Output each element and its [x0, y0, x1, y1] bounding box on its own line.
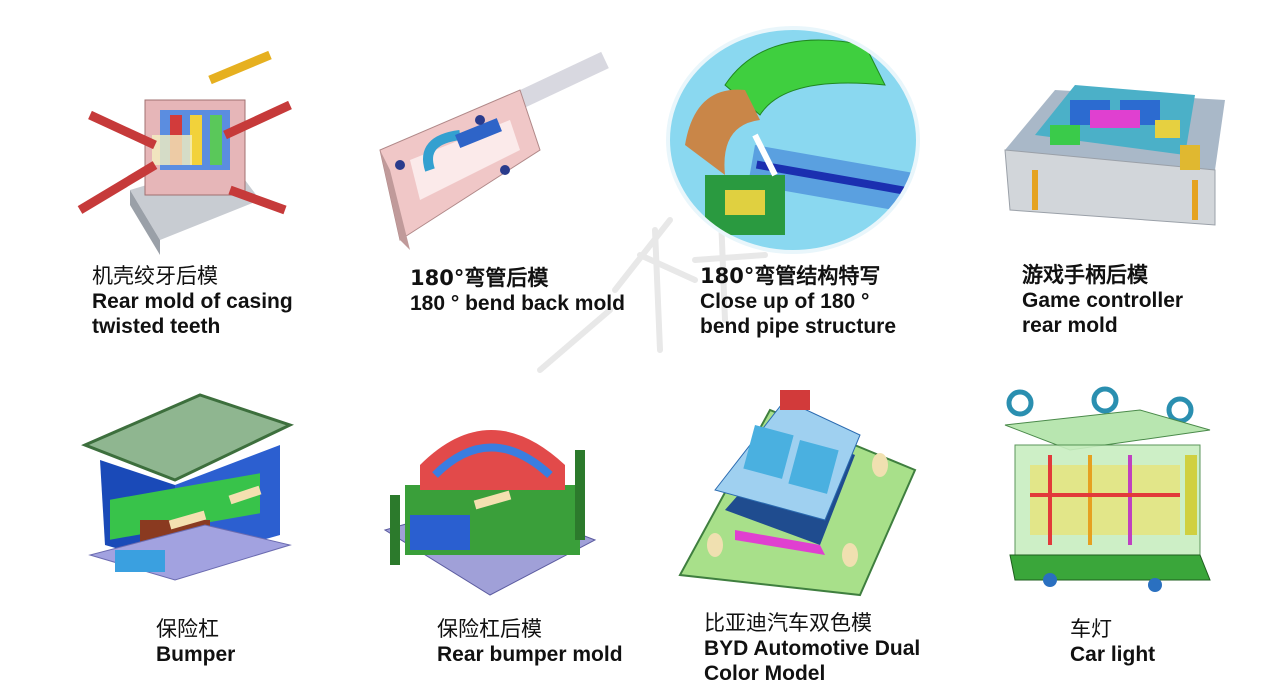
item-3-title-en-2: bend pipe structure	[700, 315, 897, 338]
item-8-title-zh: 车灯	[1070, 617, 1112, 641]
item-3-title-zh: 180°弯管结构特写	[700, 264, 881, 288]
item-7-title-zh: 比亚迪汽车双色模	[704, 611, 872, 635]
car-light-mold-image	[1004, 386, 1211, 592]
item-2-title-en-1: 180 ° bend back mold	[410, 292, 625, 315]
item-3-title-en-1: Close up of 180 °	[700, 290, 870, 313]
item-1-title-zh: 机壳绞牙后模	[92, 264, 218, 288]
item-5-title-zh: 保险杠	[156, 617, 219, 641]
item-6-title-zh: 保险杠后模	[437, 617, 542, 641]
item-1-title-en-1: Rear mold of casing	[92, 290, 293, 313]
bend-pipe-closeup-image	[666, 26, 920, 254]
item-7-title-en-1: BYD Automotive Dual	[704, 637, 921, 660]
item-4-title-zh: 游戏手柄后模	[1022, 263, 1148, 287]
item-7-title-en-2: Color Model	[704, 662, 826, 685]
bumper-mold-image	[81, 393, 294, 581]
item-5-title-en-1: Bumper	[156, 643, 236, 666]
byd-dual-color-mold-image	[678, 390, 917, 597]
game-controller-mold-image	[1004, 85, 1225, 226]
item-6-title-en-1: Rear bumper mold	[437, 643, 623, 666]
item-8-title-en-1: Car light	[1070, 643, 1156, 666]
item-4-title-en-2: rear mold	[1022, 314, 1118, 337]
casing-teeth-mold-image	[77, 50, 292, 255]
bend-back-mold-image	[379, 51, 609, 250]
rear-bumper-mold-image	[383, 430, 597, 596]
item-1-title-en-2: twisted teeth	[92, 315, 221, 338]
item-2-title-zh: 180°弯管后模	[410, 266, 549, 290]
item-4-title-en-1: Game controller	[1022, 289, 1184, 312]
